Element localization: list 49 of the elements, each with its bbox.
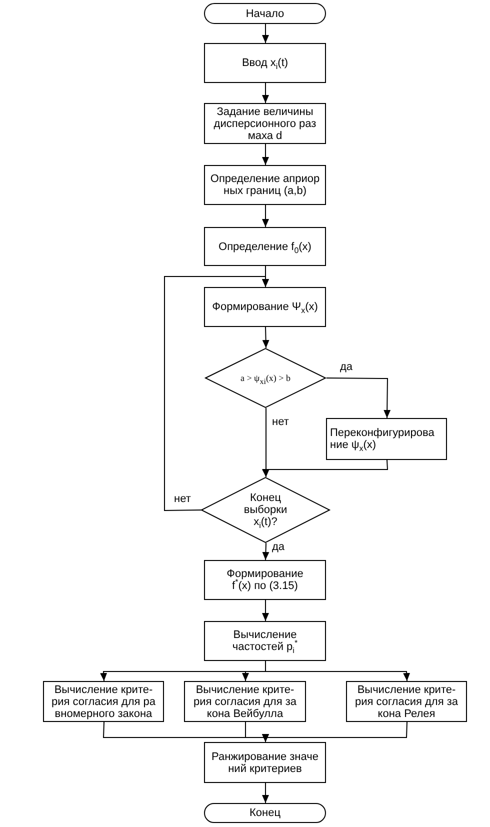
process-box bbox=[346, 681, 467, 722]
step-text: Вычисление крите- рия согласия для ра вномерного закона bbox=[50, 684, 157, 720]
edge-label: да bbox=[339, 361, 354, 373]
arrow bbox=[262, 460, 388, 478]
step-text: Формирование f$^{*}$(x) по (3.15) bbox=[226, 568, 304, 592]
edge-label: нет bbox=[173, 493, 192, 505]
process-box bbox=[204, 287, 326, 327]
arrow bbox=[262, 144, 269, 166]
arrow bbox=[262, 600, 269, 622]
arrow bbox=[262, 82, 269, 104]
process-box bbox=[184, 681, 306, 722]
arrow bbox=[262, 782, 269, 804]
process-box bbox=[204, 103, 326, 144]
process-box bbox=[326, 418, 447, 460]
process-box bbox=[204, 227, 326, 266]
process-box bbox=[204, 621, 326, 661]
terminator-text: Начало bbox=[246, 8, 284, 20]
step-text: Вычисление крите- рия согласия для за кона Релея bbox=[354, 684, 459, 720]
process-box bbox=[204, 560, 326, 600]
arrow bbox=[262, 24, 269, 44]
arrow bbox=[326, 378, 391, 418]
step-text: Задание величины дисперсионного раз маха d bbox=[212, 106, 318, 142]
process-box bbox=[204, 43, 326, 83]
terminator-shape bbox=[204, 803, 326, 823]
condition-text: a > ψ$_{xi}$(x) > b bbox=[240, 372, 291, 384]
arrow bbox=[164, 276, 269, 511]
terminator-shape bbox=[204, 3, 326, 24]
step-text: Определение f$_{0}$(x) bbox=[218, 240, 312, 252]
step-text: Вычисление крите- рия согласия для за кона Вейбулла bbox=[192, 684, 298, 720]
condition-text: Конец выборки x$_{i}$(t)? bbox=[242, 492, 288, 528]
arrow bbox=[262, 542, 270, 560]
process-box bbox=[204, 165, 326, 205]
edge-label: да bbox=[271, 541, 286, 553]
step-text: Переконфигурирова ние ψ$_{x}$(x) bbox=[330, 427, 436, 451]
process-box bbox=[43, 681, 164, 722]
arrow bbox=[262, 408, 270, 478]
step-text: Формирование Ψ$_{x}$(x) bbox=[212, 301, 318, 313]
decision-diamond bbox=[201, 477, 330, 543]
decision-diamond bbox=[205, 348, 326, 408]
arrow bbox=[262, 722, 408, 742]
arrow bbox=[262, 204, 269, 228]
arrow bbox=[265, 660, 410, 682]
edge-label: нет bbox=[271, 416, 290, 428]
process-box bbox=[204, 742, 326, 783]
terminator-text: Конец bbox=[249, 807, 281, 819]
step-text: Определение априор ных границ (a,b) bbox=[209, 173, 321, 197]
step-text: Ввод x$_{i}$(t) bbox=[242, 57, 288, 69]
arrow bbox=[262, 326, 270, 348]
step-text: Ранжирование значе ний критериев bbox=[210, 750, 320, 774]
